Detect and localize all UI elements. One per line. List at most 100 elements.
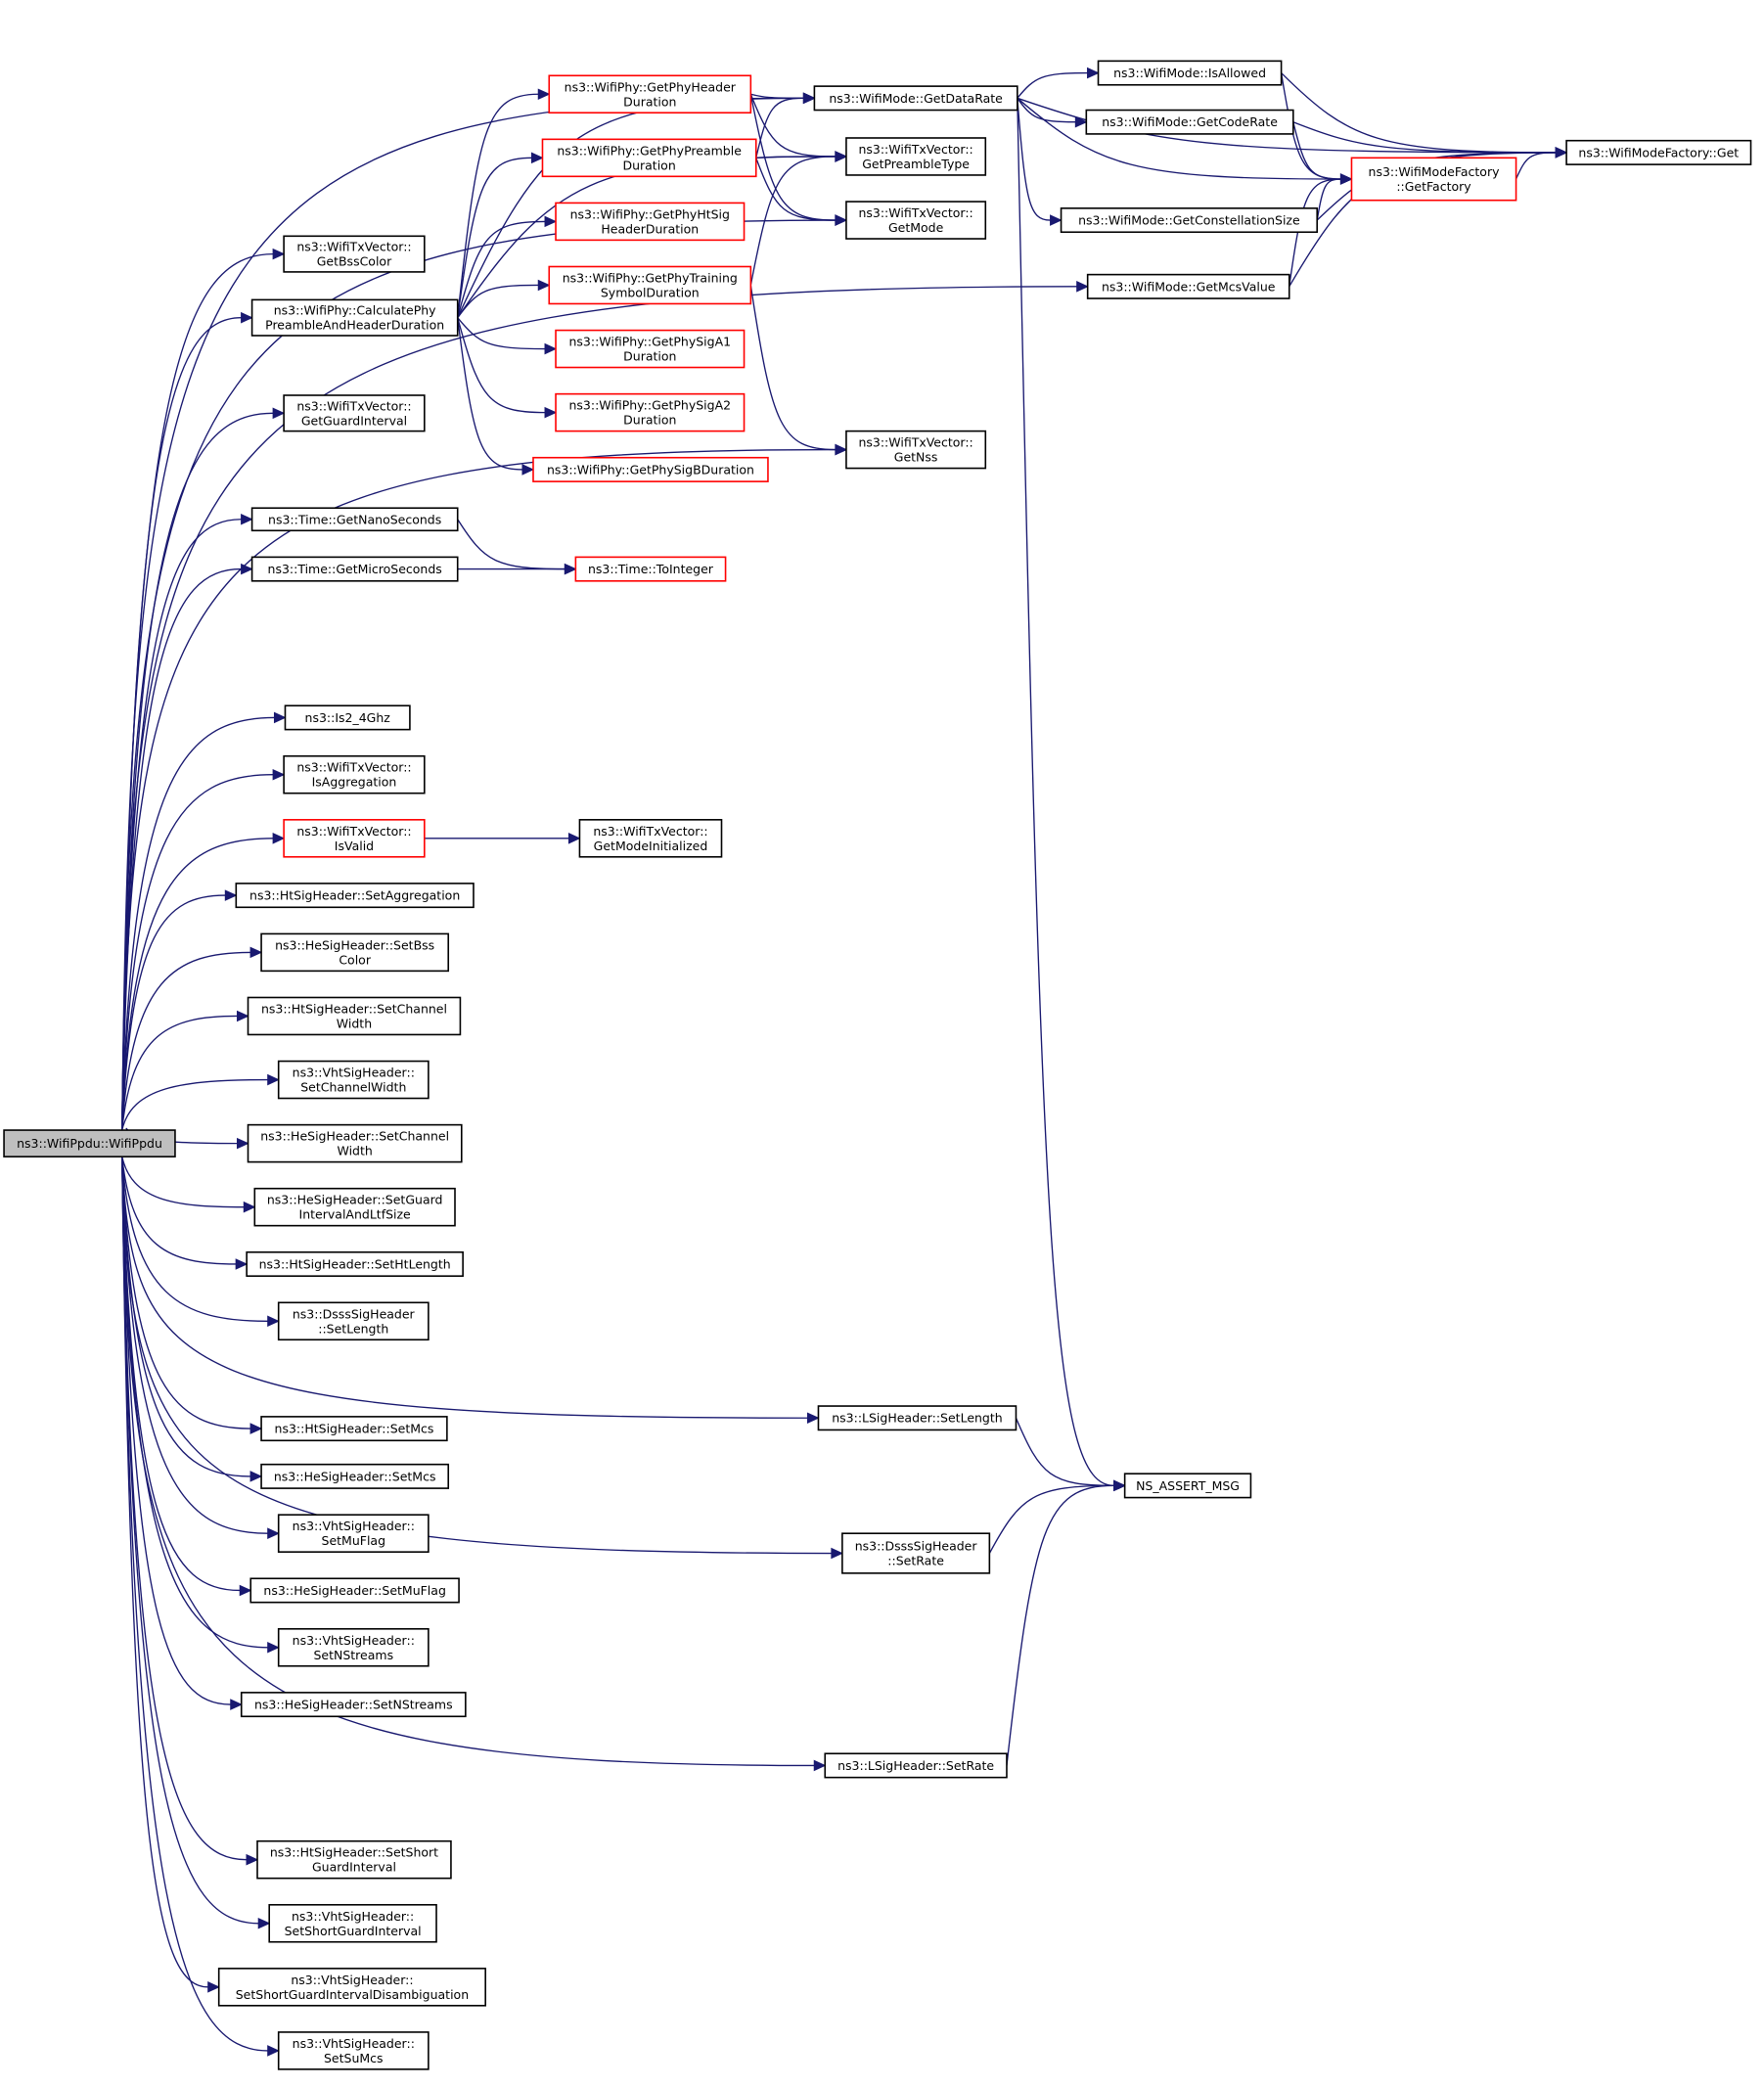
edge-line <box>1292 121 1341 180</box>
node-vhtSetMuFlag[interactable]: ns3::VhtSigHeader::SetMuFlag <box>277 1514 430 1553</box>
edge-line <box>457 317 522 471</box>
arrowhead <box>267 1315 280 1328</box>
arrowhead <box>1555 147 1568 159</box>
edge-root-to-heSetBssColor <box>121 946 263 1131</box>
node-box <box>813 85 1018 112</box>
node-vhtSetNStreams[interactable]: ns3::VhtSigHeader::SetNStreams <box>277 1627 430 1667</box>
node-getMicroSeconds[interactable]: ns3::Time::GetMicroSeconds <box>250 556 459 582</box>
node-box <box>235 883 475 909</box>
node-label: ns3::HeSigHeader::SetBss <box>275 937 434 952</box>
node-isAggregation[interactable]: ns3::WifiTxVector::IsAggregation <box>283 754 426 794</box>
node-box <box>548 265 752 305</box>
edge-root-to-lsigSetRate <box>121 1157 827 1772</box>
node-box <box>250 298 459 337</box>
node-getNanoSeconds[interactable]: ns3::Time::GetNanoSeconds <box>250 507 459 532</box>
node-htSetAggregation[interactable]: ns3::HtSigHeader::SetAggregation <box>235 883 475 909</box>
edge-calcPhy-to-getPhyTrainingSymbolDuration <box>457 279 551 319</box>
node-getMode[interactable]: ns3::WifiTxVector::GetMode <box>845 201 987 240</box>
edge-dsssSetRate-to-nsAssertMsg <box>988 1479 1126 1554</box>
node-lsigSetRate[interactable]: ns3::LSigHeader::SetRate <box>824 1752 1008 1779</box>
edge-line <box>121 1157 815 1767</box>
edge-calcPhy-to-getPhySigA2Duration <box>457 317 558 419</box>
node-isValid[interactable]: ns3::WifiTxVector::IsValid <box>283 819 426 858</box>
node-box <box>3 1129 176 1157</box>
edge-calcPhy-to-getPhySigA1Duration <box>457 317 558 355</box>
edge-line <box>121 1157 231 1705</box>
node-box <box>283 754 426 794</box>
arrowhead <box>249 946 263 959</box>
node-label: ns3::WifiPhy::GetPhyHtSig <box>570 206 730 221</box>
node-getFactory[interactable]: ns3::WifiModeFactory::GetFactory <box>1350 157 1517 202</box>
edge-line <box>1289 178 1341 287</box>
node-label: ns3::WifiModeFactory <box>1369 164 1501 179</box>
node-getPreambleType[interactable]: ns3::WifiTxVector::GetPreambleType <box>845 137 987 176</box>
node-getModeInitialized[interactable]: ns3::WifiTxVector::GetModeInitialized <box>578 819 723 858</box>
node-htSetChannelWidth[interactable]: ns3::HtSigHeader::SetChannelWidth <box>247 996 462 1036</box>
node-heSetNStreams[interactable]: ns3::HeSigHeader::SetNStreams <box>240 1692 467 1718</box>
node-root[interactable]: ns3::WifiPpdu::WifiPpdu <box>3 1129 176 1157</box>
node-dsssSetRate[interactable]: ns3::DsssSigHeader::SetRate <box>841 1532 991 1574</box>
edge-line <box>121 1157 268 1322</box>
node-getCodeRate[interactable]: ns3::WifiMode::GetCodeRate <box>1085 109 1294 135</box>
node-vhtSetShortGuardDisamb[interactable]: ns3::VhtSigHeader::SetShortGuardInterval… <box>217 1968 486 2007</box>
node-getDataRate[interactable]: ns3::WifiMode::GetDataRate <box>813 85 1018 112</box>
node-heSetGuard[interactable]: ns3::HeSigHeader::SetGuardIntervalAndLtf… <box>253 1187 456 1227</box>
edge-getPhyPreambleDuration-to-getMode <box>755 158 848 226</box>
node-dsssSetLength[interactable]: ns3::DsssSigHeader::SetLength <box>277 1301 430 1341</box>
node-label: ns3::HeSigHeader::SetNStreams <box>254 1698 453 1712</box>
node-box <box>541 138 757 178</box>
node-lsigSetLength[interactable]: ns3::LSigHeader::SetLength <box>817 1405 1018 1431</box>
node-getPhySigBDuration[interactable]: ns3::WifiPhy::GetPhySigBDuration <box>532 456 769 482</box>
arrowhead <box>224 889 238 901</box>
node-heSetMcs[interactable]: ns3::HeSigHeader::SetMcs <box>260 1463 450 1489</box>
node-nsAssertMsg[interactable]: NS_ASSERT_MSG <box>1123 1473 1252 1499</box>
node-label: ns3::WifiPhy::GetPhySigA1 <box>568 335 731 349</box>
arrowhead <box>273 711 287 724</box>
node-htSetHtLength[interactable]: ns3::HtSigHeader::SetHtLength <box>246 1250 464 1277</box>
node-label: IntervalAndLtfSize <box>299 1207 412 1222</box>
node-vhtSetShortGuard[interactable]: ns3::VhtSigHeader::SetShortGuardInterval <box>268 1903 437 1943</box>
node-label: GuardInterval <box>312 1860 396 1875</box>
node-box <box>277 1060 430 1100</box>
node-calcPhy[interactable]: ns3::WifiPhy::CalculatePhyPreambleAndHea… <box>250 298 459 337</box>
edge-root-to-getNanoSeconds <box>121 513 253 1131</box>
node-box <box>283 235 426 273</box>
node-isAllowed[interactable]: ns3::WifiMode::IsAllowed <box>1097 60 1283 86</box>
node-vhtSetSuMcs[interactable]: ns3::VhtSigHeader::SetSuMcs <box>277 2031 430 2070</box>
node-htSetShortGuard[interactable]: ns3::HtSigHeader::SetShortGuardInterval <box>256 1839 452 1880</box>
edge-line <box>121 448 836 1131</box>
node-heSetMuFlag[interactable]: ns3::HeSigHeader::SetMuFlag <box>249 1577 460 1604</box>
edge-line <box>121 1157 268 2052</box>
node-label: SetShortGuardInterval <box>285 1924 422 1938</box>
node-htSetMcs[interactable]: ns3::HtSigHeader::SetMcs <box>260 1416 448 1442</box>
node-getPhyTrainingSymbolDuration[interactable]: ns3::WifiPhy::GetPhyTrainingSymbolDurati… <box>548 265 752 305</box>
node-getConstellationSize[interactable]: ns3::WifiMode::GetConstellationSize <box>1060 207 1319 234</box>
node-factoryGet[interactable]: ns3::WifiModeFactory::Get <box>1565 139 1752 165</box>
node-is24[interactable]: ns3::Is2_4Ghz <box>284 704 411 731</box>
node-getMcsValue[interactable]: ns3::WifiMode::GetMcsValue <box>1086 273 1290 299</box>
node-getNss[interactable]: ns3::WifiTxVector::GetNss <box>845 430 987 470</box>
edge-line <box>121 519 242 1131</box>
edge-line <box>755 158 836 221</box>
edge-getPhyTrainingSymbolDuration-to-getPreambleType <box>749 151 848 286</box>
node-label: ns3::WifiTxVector:: <box>296 240 411 254</box>
node-box <box>1085 109 1294 135</box>
node-heSetChannelWidth[interactable]: ns3::HeSigHeader::SetChannelWidth <box>247 1123 463 1163</box>
node-toInteger[interactable]: ns3::Time::ToInteger <box>574 556 727 582</box>
node-getGuardInterval[interactable]: ns3::WifiTxVector::GetGuardInterval <box>283 394 426 432</box>
node-vhtSetChannelWidth[interactable]: ns3::VhtSigHeader::SetChannelWidth <box>277 1060 430 1100</box>
edge-line <box>121 1015 238 1131</box>
node-label: ns3::VhtSigHeader:: <box>292 1909 414 1924</box>
arrowhead <box>544 406 558 419</box>
edge-line <box>121 1157 208 1988</box>
node-getBssColor[interactable]: ns3::WifiTxVector::GetBssColor <box>283 235 426 273</box>
node-box <box>574 556 727 582</box>
arrowhead <box>207 1981 220 1993</box>
edge-line <box>1017 98 1051 221</box>
